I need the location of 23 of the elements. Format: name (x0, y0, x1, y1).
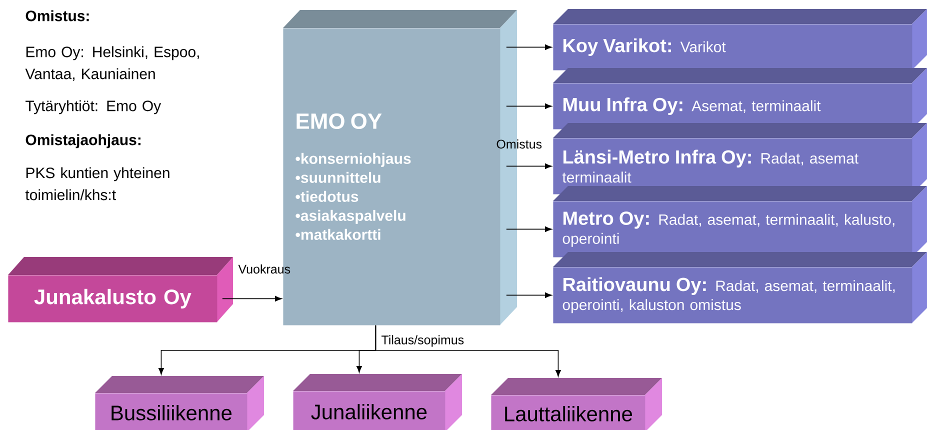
arrow (222, 296, 282, 302)
arrow (506, 226, 552, 232)
arrow (506, 104, 552, 109)
arrow (506, 163, 552, 169)
arrow (506, 292, 552, 298)
note-text: Tytäryhtiöt: Emo Oy (26, 100, 162, 114)
note-text: PKS kuntien yhteinen toimielin/khs:t (25, 167, 170, 200)
note-text: Omistajaohjaus: (26, 134, 140, 148)
company-block: Metro Oy: Radat, asemat, terminaalit, kalusto, operointi (553, 186, 927, 258)
service-block: Bussiliikenne (95, 376, 264, 430)
edge-label: Tilaus/sopimus (382, 335, 464, 347)
note-text: Omistus: (26, 10, 89, 22)
service-block: Lauttaliikenne (491, 378, 662, 430)
edge-label: Vuokraus (238, 264, 290, 274)
edge-label: Omistus (496, 139, 542, 149)
company-block: Muu Infra Oy: Asemat, terminaalit (553, 68, 927, 130)
company-block: Junakalusto Oy (8, 257, 233, 322)
service-block: Junaliikenne (293, 374, 462, 430)
arrow (506, 44, 552, 50)
note-text: Emo Oy: Helsinki, Espoo, Vantaa, Kauniainen (25, 46, 199, 81)
company-block: Koy Varikot: Varikot (553, 9, 927, 70)
company-block: Raitiovaunu Oy: Radat, asemat, terminaalit, operointi, kaluston omistus (553, 252, 927, 324)
arrow (375, 325, 561, 377)
